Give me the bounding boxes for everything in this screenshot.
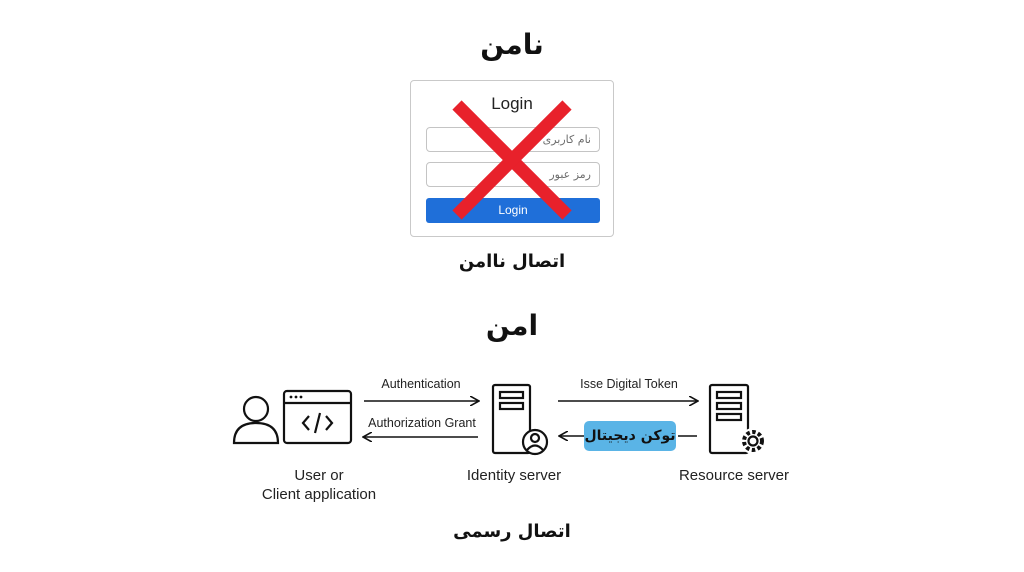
identity-server-icon (491, 383, 549, 456)
secure-caption: اتصال رسمی (453, 521, 571, 542)
code-window-icon (282, 389, 353, 445)
user-icon (232, 395, 280, 445)
issue-token-label: Isse Digital Token (580, 377, 678, 391)
resource-server-icon (708, 383, 766, 455)
identity-server-label: Identity server (466, 467, 562, 484)
insecure-heading: نامن (480, 28, 544, 61)
client-label-line1: User or (294, 467, 344, 484)
client-label: User or Client application (244, 466, 394, 504)
digital-token-badge: توکن دیجیتال (584, 421, 676, 451)
authorization-grant-label: Authorization Grant (368, 416, 476, 430)
client-label-line2: Client application (261, 486, 377, 503)
secure-heading: امن (485, 309, 539, 342)
authentication-label: Authentication (381, 377, 461, 391)
insecure-caption: اتصال ناامن (458, 251, 566, 272)
resource-server-label: Resource server (678, 467, 790, 484)
